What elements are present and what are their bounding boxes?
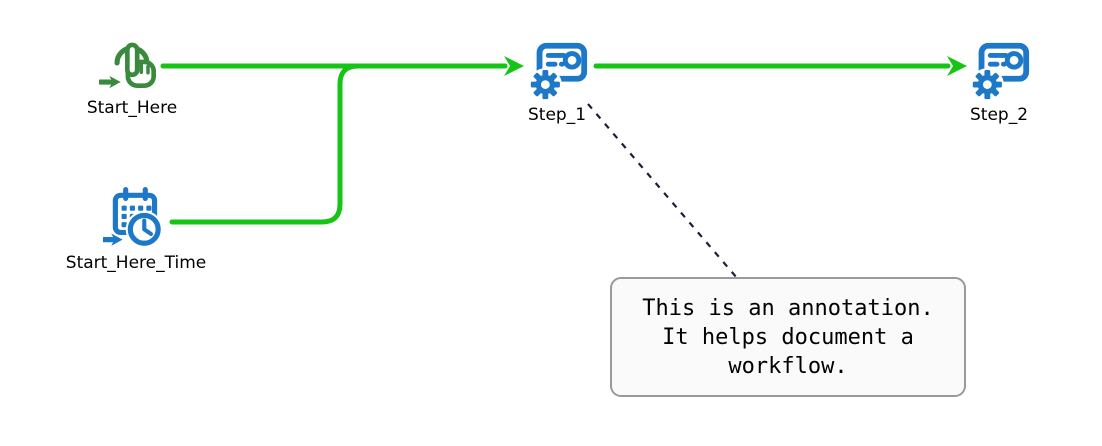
annotation-box[interactable]: This is an annotation. It helps document… (610, 277, 966, 397)
node-label-step-1: Step_1 (527, 105, 587, 125)
node-label-start-here: Start_Here (86, 98, 178, 118)
node-label-step-2: Step_2 (969, 105, 1029, 125)
arrowhead-into-step-2-icon (947, 56, 967, 76)
automation-step-icon (528, 42, 588, 102)
automation-step-icon (970, 42, 1030, 102)
arrowhead-into-step-1-icon (504, 56, 524, 76)
node-step-2[interactable]: Step_2 (966, 38, 1032, 125)
edge-start-here-time-to-step-1[interactable] (169, 63, 508, 225)
node-start-here[interactable]: Start_Here (87, 31, 177, 118)
node-label-start-here-time: Start_Here_Time (65, 253, 207, 273)
node-start-here-time[interactable]: Start_Here_Time (66, 186, 206, 273)
calendar-clock-icon (103, 187, 163, 248)
annotation-link-line (587, 103, 738, 279)
hand-click-icon (99, 42, 156, 89)
annotation-line-1: This is an annotation. (642, 295, 934, 321)
annotation-line-3: workflow. (728, 353, 848, 379)
annotation-line-2: It helps document a (662, 324, 914, 350)
node-step-1[interactable]: Step_1 (524, 38, 590, 125)
